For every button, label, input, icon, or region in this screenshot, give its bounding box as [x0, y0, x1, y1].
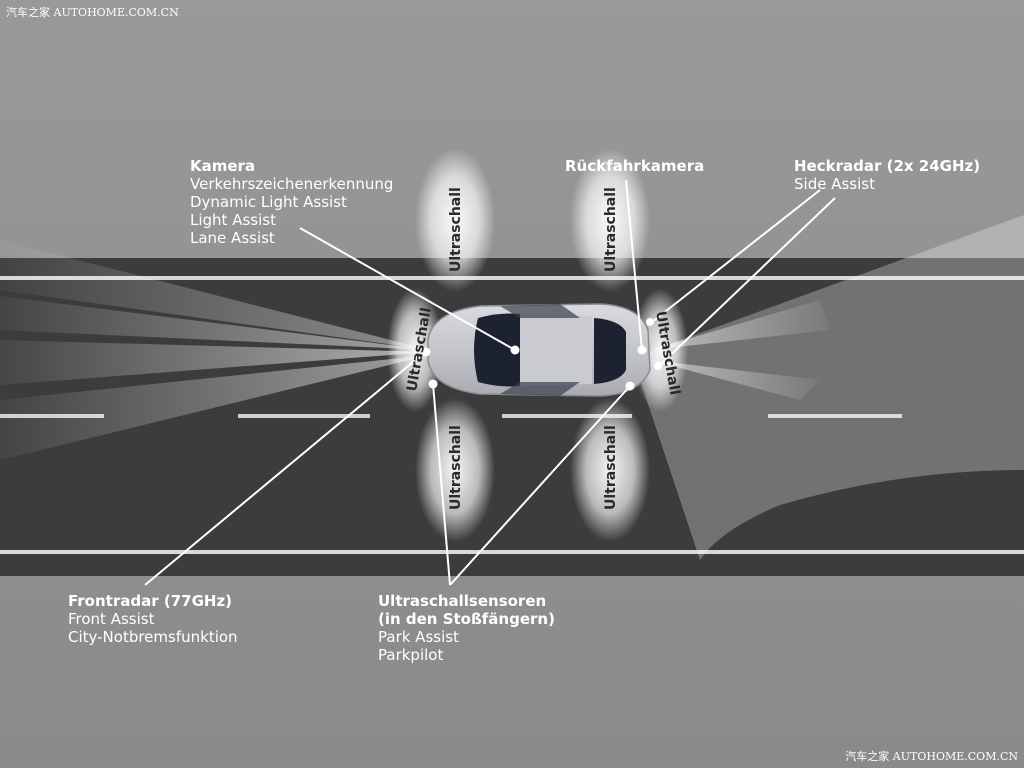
rear-window — [594, 318, 626, 384]
label-ultraschallsensoren: Ultraschallsensoren (in den Stoßfängern)… — [378, 592, 555, 664]
kamera-line-1: Verkehrszeichenerkennung — [190, 175, 394, 193]
rear-radar-field — [640, 215, 1024, 560]
ultraschall-label-top-front: Ultraschall — [448, 187, 464, 272]
label-rueckfahrkamera: Rückfahrkamera — [565, 157, 704, 175]
frontradar-title: Frontradar (77GHz) — [68, 592, 233, 610]
label-frontradar: Frontradar (77GHz) Front Assist City-Not… — [68, 592, 238, 646]
car — [427, 303, 651, 397]
kamera-line-2: Dynamic Light Assist — [190, 193, 347, 211]
kamera-title: Kamera — [190, 157, 256, 175]
ultraschall-label-bottom-rear: Ultraschall — [603, 425, 619, 510]
ultraschallsensoren-line-2: Parkpilot — [378, 646, 444, 664]
heckradar-line-1: Side Assist — [794, 175, 875, 193]
front-radar-beams — [0, 240, 430, 460]
rueckfahrkamera-title: Rückfahrkamera — [565, 157, 705, 175]
frontradar-line-2: City-Notbremsfunktion — [68, 628, 238, 646]
ultrasonic-zones — [387, 148, 688, 542]
heckradar-title: Heckradar (2x 24GHz) — [794, 157, 981, 175]
roof — [520, 314, 592, 386]
ultraschallsensoren-title: Ultraschallsensoren — [378, 592, 547, 610]
watermark-top: 汽车之家 AUTOHOME.COM.CN — [6, 6, 179, 19]
road-edge-top — [0, 276, 1024, 280]
kamera-line-4: Lane Assist — [190, 229, 275, 247]
road-edge-bottom — [0, 550, 1024, 554]
windshield — [474, 313, 520, 387]
label-kamera: Kamera Verkehrszeichenerkennung Dynamic … — [190, 157, 393, 247]
kamera-line-3: Light Assist — [190, 211, 276, 229]
label-heckradar: Heckradar (2x 24GHz) Side Assist — [794, 157, 980, 193]
ultraschallsensoren-line-1: Park Assist — [378, 628, 459, 646]
rear-sensor-beams — [650, 300, 830, 400]
ultraschall-label-bottom-front: Ultraschall — [448, 425, 464, 510]
sensor-dots — [421, 318, 662, 391]
watermark-bottom: 汽车之家 AUTOHOME.COM.CN — [845, 750, 1018, 763]
ultraschallsensoren-title-2: (in den Stoßfängern) — [378, 610, 555, 628]
frontradar-line-1: Front Assist — [68, 610, 155, 628]
leader-lines — [144, 179, 836, 586]
ultraschall-label-top-rear: Ultraschall — [603, 187, 619, 272]
